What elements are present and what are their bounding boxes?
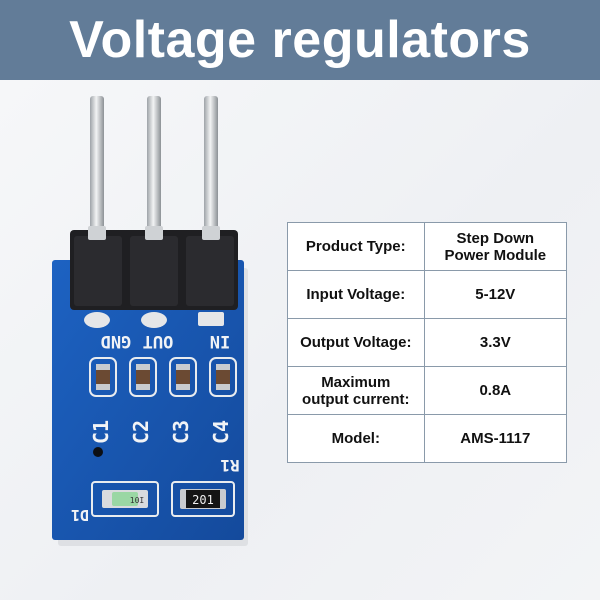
spec-value: AMS-1117 [423, 414, 568, 463]
spec-row-product-type: Product Type: Step Down Power Module [287, 222, 568, 271]
pin-label-out: OUT [143, 331, 174, 351]
regulator-module-image: GND OUT IN C1 C2 C3 C4 R1 10I [52, 96, 248, 546]
cap-label-c3: C3 [169, 420, 193, 444]
cap-label-c2: C2 [129, 420, 153, 444]
pcb-board [52, 260, 244, 540]
spec-value-text: 5-12V [475, 286, 516, 303]
cap-label-c1: C1 [89, 420, 113, 444]
spec-row-max-current: Maximum output current: 0.8A [287, 366, 568, 415]
led-footprint [91, 481, 159, 517]
spec-label: Model: [287, 414, 425, 463]
pin-label-gnd: GND [101, 331, 132, 351]
spec-row-output-voltage: Output Voltage: 3.3V [287, 318, 568, 367]
spec-label: Output Voltage: [287, 318, 425, 367]
spec-value-text: Step Down Power Module [444, 229, 547, 264]
spec-table: Product Type: Step Down Power Module Inp… [287, 222, 568, 463]
spec-label-text: Input Voltage: [306, 286, 406, 303]
resistor-label: R1 [220, 456, 239, 475]
spec-value: 5-12V [423, 270, 568, 319]
spec-label-text: Product Type: [305, 238, 406, 255]
spec-label: Maximum output current: [287, 366, 425, 415]
spec-value: 0.8A [423, 366, 568, 415]
spec-value-text: 0.8A [479, 382, 512, 399]
cap-label-c4: C4 [209, 420, 233, 444]
resistor-footprint [171, 481, 235, 517]
spec-row-model: Model: AMS-1117 [287, 414, 568, 463]
page-title: Voltage regulators [69, 11, 531, 69]
spec-label-text: Maximum output current: [302, 373, 410, 408]
spec-value-text: AMS-1117 [460, 430, 531, 447]
pin-label-in: IN [210, 331, 230, 351]
spec-label: Input Voltage: [287, 270, 425, 319]
spec-label: Product Type: [287, 222, 425, 271]
spec-value: Step Down Power Module [423, 222, 568, 271]
title-banner: Voltage regulators [0, 0, 600, 80]
resistor-code: 201 [192, 493, 214, 507]
spec-row-input-voltage: Input Voltage: 5-12V [287, 270, 568, 319]
spec-label-text: Output Voltage: [300, 334, 412, 351]
spec-label-text: Model: [331, 430, 380, 447]
spec-value: 3.3V [423, 318, 568, 367]
spec-value-text: 3.3V [479, 334, 511, 351]
led-code: 10I [130, 496, 145, 505]
diode-label: D1 [71, 506, 89, 524]
